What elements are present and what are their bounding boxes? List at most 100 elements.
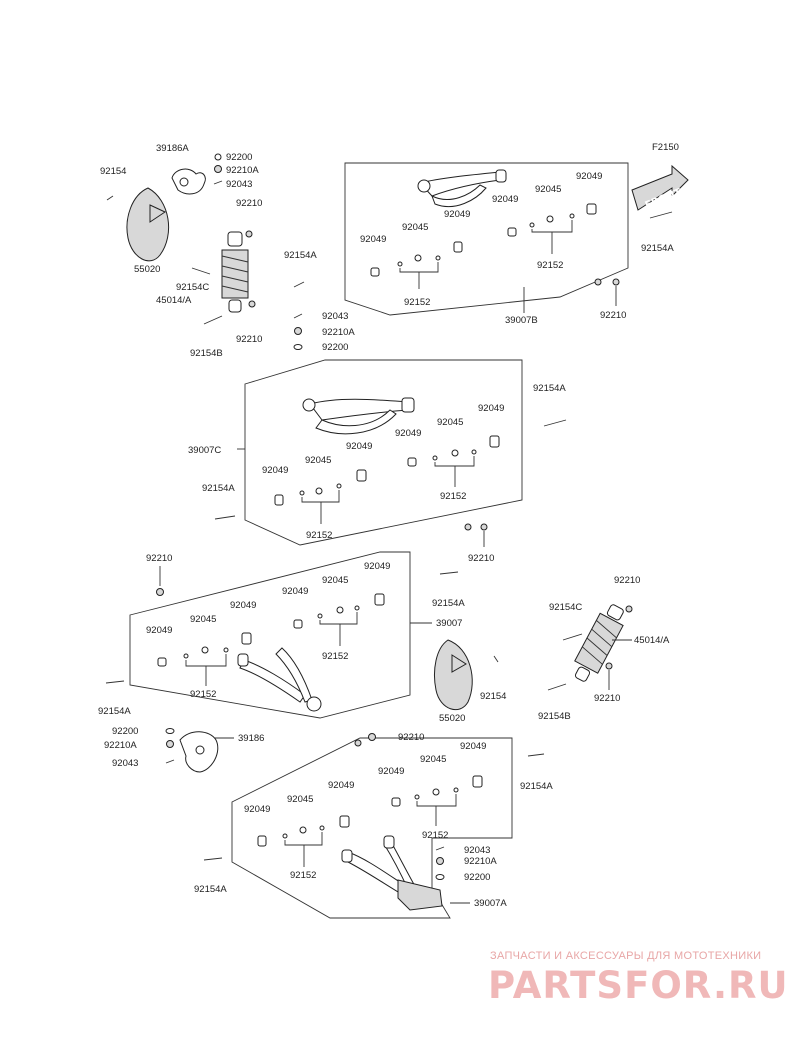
seal-92152-c1a (299, 490, 305, 496)
label-92154C-e: 92154C (549, 602, 582, 613)
label-92210A-f: 92210A (104, 740, 137, 751)
nut-92210-e2 (605, 662, 613, 670)
label-92210-b: 92210 (600, 310, 626, 321)
label-92049-b1: 92049 (360, 234, 386, 245)
group-frame-39007 (129, 551, 411, 719)
label-92049-g4: 92049 (460, 741, 486, 752)
bushing-92049-d2 (241, 632, 252, 645)
label-92210-e2: 92210 (594, 693, 620, 704)
label-92152-c2: 92152 (306, 530, 332, 541)
front-arrow-icon: FRONT (631, 164, 689, 212)
label-92200-mid: 92200 (322, 342, 348, 353)
seal-92152-d1b (223, 647, 229, 653)
label-92045-c2: 92045 (437, 417, 463, 428)
label-45014A-e: 45014/A (634, 635, 670, 646)
label-92043-mid: 92043 (322, 311, 348, 322)
label-45014A-top: 45014/A (156, 295, 192, 306)
label-92154-e: 92154 (480, 691, 506, 702)
nut-92210-g (368, 733, 376, 741)
label-92210-e1: 92210 (614, 575, 640, 586)
nut-92210-c2 (480, 523, 488, 531)
label-92049-d3: 92049 (282, 586, 308, 597)
bushing-92049-b2 (453, 241, 463, 253)
bolt-92154-top (106, 195, 114, 201)
arm-39007C (302, 397, 415, 435)
bolt-92154C-e (562, 633, 583, 641)
nut-92210-top (245, 230, 253, 238)
bolt-92154A-top (293, 281, 305, 288)
collar-92045-d2 (336, 606, 344, 614)
seal-92152-b2b (569, 213, 575, 219)
seal-92152-b1b (435, 255, 441, 261)
bolt-92154C-top (191, 267, 211, 275)
label-92049-c4: 92049 (478, 403, 504, 414)
arm-39007 (237, 647, 322, 712)
label-92152-g1: 92152 (422, 830, 448, 841)
label-92154A-c-left: 92154A (202, 483, 235, 494)
bolt-92154A-b (649, 211, 673, 219)
collar-92045-c2 (451, 449, 459, 457)
label-39186A: 39186A (156, 143, 189, 154)
cotter-pin-92043-top (213, 180, 223, 185)
bushing-92049-g3 (391, 797, 401, 807)
label-39186: 39186 (238, 733, 264, 744)
bolt-92154A-g-left (203, 857, 223, 861)
label-92045-b1: 92045 (402, 222, 428, 233)
label-55020-top: 55020 (134, 264, 160, 275)
brake-disc-55020-right (434, 639, 473, 711)
collar-92045-g1 (299, 826, 307, 834)
arm-39007A (341, 835, 443, 911)
bushing-92049-g4 (472, 775, 483, 788)
group-frame-39007A (231, 737, 513, 919)
label-92154B-top: 92154B (190, 348, 223, 359)
nut-92210-b1 (594, 278, 602, 286)
seal-92152-g2a (414, 794, 420, 800)
label-92045-c1: 92045 (305, 455, 331, 466)
label-92049-b2: 92049 (444, 209, 470, 220)
nut-92210-d (156, 588, 164, 596)
nut-92210A-g (436, 857, 444, 865)
label-92045-d2: 92045 (322, 575, 348, 586)
bushing-92049-c1 (274, 494, 284, 506)
bolt-92154A-d-right (439, 571, 459, 575)
collar-92045-b2 (546, 215, 554, 223)
label-39007B: 39007B (505, 315, 538, 326)
label-92154C-top: 92154C (176, 282, 209, 293)
cotter-pin-92043-f (165, 759, 175, 764)
label-92049-g3: 92049 (378, 766, 404, 777)
label-92154A-d: 92154A (432, 598, 465, 609)
label-92049-d1: 92049 (146, 625, 172, 636)
label-92210-top2: 92210 (236, 334, 262, 345)
bushing-92049-d4 (374, 593, 385, 606)
nut-92210-c1 (464, 523, 472, 531)
label-92200-g: 92200 (464, 872, 490, 883)
label-92154B-e: 92154B (538, 711, 571, 722)
label-92049-g2: 92049 (328, 780, 354, 791)
seal-92152-d2b (354, 605, 360, 611)
bolt-92154A-g-right (527, 753, 545, 757)
label-92045-g2: 92045 (420, 754, 446, 765)
bolt-92154B-e (547, 683, 567, 691)
label-92200-top: 92200 (226, 152, 252, 163)
washer-92200-f (165, 728, 175, 734)
label-92152-b1: 92152 (404, 297, 430, 308)
nut-92210A-mid (294, 327, 302, 335)
seal-92152-c1b (336, 483, 342, 489)
washer-92200-top (214, 153, 222, 161)
seal-92152-g1b (319, 825, 325, 831)
label-92154-top: 92154 (100, 166, 126, 177)
bolt-92154-e (493, 655, 499, 663)
label-92043-top: 92043 (226, 179, 252, 190)
bushing-92049-g2 (339, 815, 350, 828)
washer-92200-mid (293, 344, 303, 350)
bolt-92154A-d-left (105, 680, 125, 684)
group-frame-39007B (344, 162, 629, 316)
seal-92152-c2b (471, 449, 477, 455)
bushing-92049-b4 (586, 203, 597, 215)
watermark-tagline: ЗАПЧАСТИ И АКСЕССУАРЫ ДЛЯ МОТОТЕХНИКИ (490, 950, 762, 962)
label-39007A: 39007A (474, 898, 507, 909)
collar-92045-b1 (414, 254, 422, 262)
shock-absorber-45014A-right (574, 604, 624, 682)
label-55020-e: 55020 (439, 713, 465, 724)
knuckle-39186 (179, 731, 219, 773)
